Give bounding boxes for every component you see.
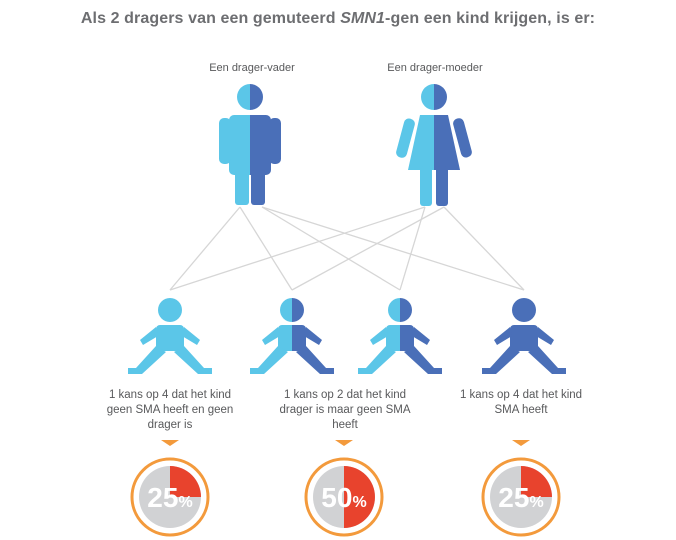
percentage-badges: 25%50%25% bbox=[130, 457, 561, 537]
title-gene: SMN1 bbox=[340, 10, 386, 27]
percentage-badge-2: 50% bbox=[304, 457, 384, 537]
mother-icon bbox=[396, 84, 472, 206]
percentage-text: 50% bbox=[321, 482, 366, 513]
father-left-half bbox=[219, 84, 250, 205]
father-label: Een drager-vader bbox=[209, 62, 295, 74]
title-prefix: Als 2 dragers van een gemuteerd bbox=[80, 10, 341, 27]
pie-slice bbox=[344, 466, 375, 528]
inheritance-lines bbox=[169, 206, 525, 291]
percentage-number: 25 bbox=[147, 482, 178, 513]
title-suffix: -gen een kind krijgen, is er: bbox=[385, 10, 596, 27]
pointer-arrow-3 bbox=[512, 440, 530, 446]
outcome-label-sma: 1 kans op 4 dat het kind SMA heeft bbox=[459, 389, 583, 416]
percentage-badge-1: 25% bbox=[130, 457, 210, 537]
percentage-badge-3: 25% bbox=[481, 457, 561, 537]
pointer-arrow-2 bbox=[335, 440, 353, 446]
father-icon bbox=[219, 84, 281, 205]
percentage-sign: % bbox=[352, 494, 366, 511]
child-icon-1 bbox=[128, 298, 212, 374]
pie-slice bbox=[170, 466, 201, 497]
percentage-text: 25% bbox=[498, 482, 543, 513]
child-left-half bbox=[358, 298, 400, 374]
outcome-label-carrier: 1 kans op 2 dat het kind drager is maar … bbox=[279, 389, 411, 431]
mother-right-half bbox=[434, 84, 472, 206]
pointer-arrows bbox=[161, 440, 530, 446]
pointer-arrow-1 bbox=[161, 440, 179, 446]
father-right-half bbox=[250, 84, 281, 205]
percentage-sign: % bbox=[178, 494, 192, 511]
page-title: Als 2 dragers van een gemuteerd SMN1-gen… bbox=[0, 10, 676, 28]
percentage-sign: % bbox=[529, 494, 543, 511]
child-right-half bbox=[400, 298, 442, 374]
outcome-label-no-sma: 1 kans op 4 dat het kind geen SMA heeft … bbox=[106, 389, 234, 431]
percentage-text: 25% bbox=[147, 482, 192, 513]
child-icon-3 bbox=[358, 298, 442, 374]
child-icon-4 bbox=[482, 298, 566, 374]
percentage-number: 25 bbox=[498, 482, 529, 513]
mother-label: Een drager-moeder bbox=[387, 62, 483, 74]
mother-left-half bbox=[396, 84, 434, 206]
child-right-half bbox=[292, 298, 334, 374]
children-group bbox=[128, 298, 566, 374]
child-left-half bbox=[250, 298, 292, 374]
child-icon-2 bbox=[250, 298, 334, 374]
pie-slice bbox=[521, 466, 552, 497]
percentage-number: 50 bbox=[321, 482, 352, 513]
